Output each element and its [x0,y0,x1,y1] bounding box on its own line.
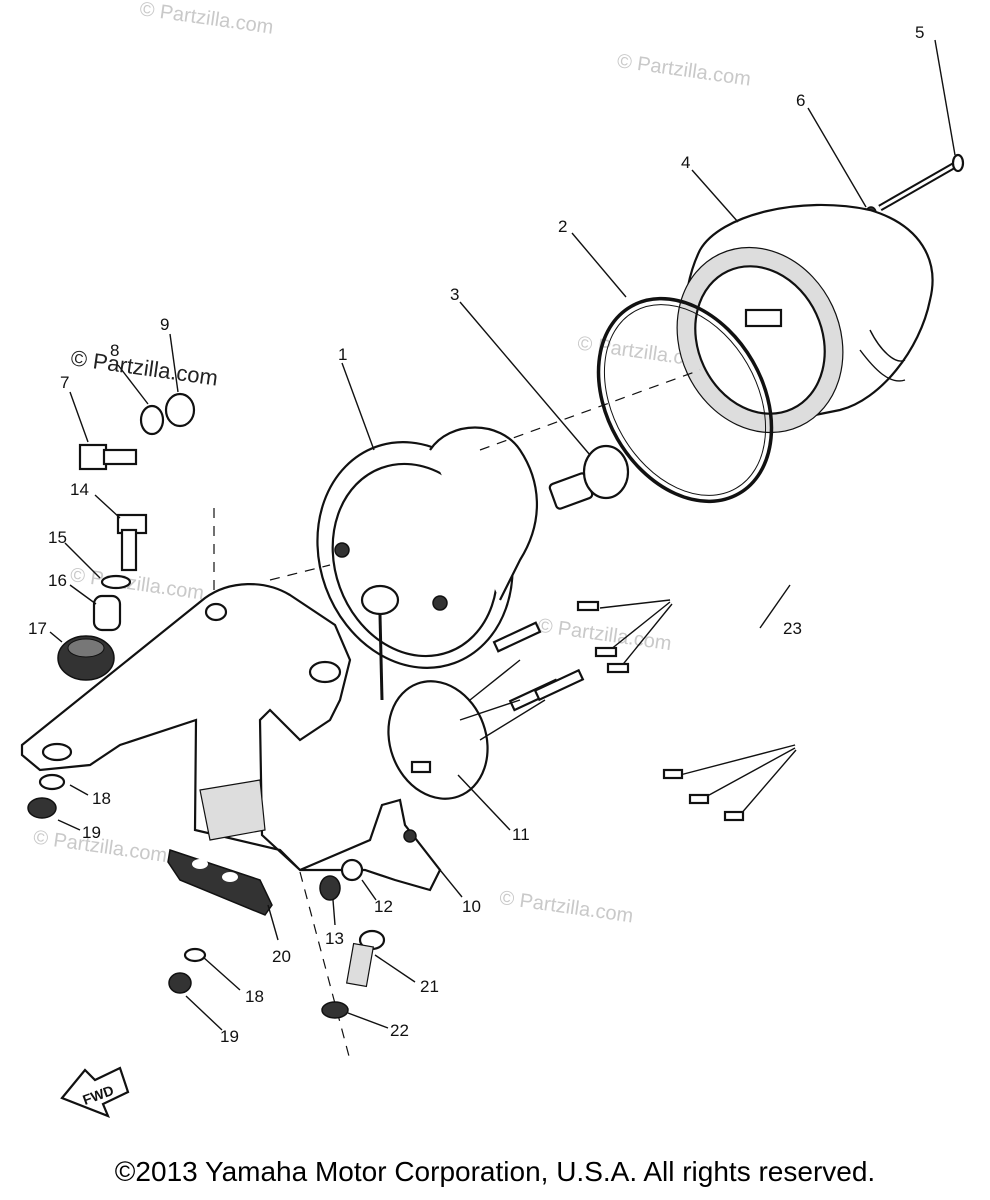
label-6: 6 [796,91,805,110]
part-18-washer [183,947,207,963]
bracket-frame [20,583,442,892]
label-7: 7 [60,373,69,392]
part-1-lamp-base [316,426,538,701]
part-23-wire-harness [459,575,911,822]
part-13-nut [319,875,341,901]
part-12-nut [340,858,364,882]
part-3-bulb [548,444,630,510]
part-19-nut [27,797,57,819]
label-15: 15 [48,528,67,547]
part-19-nut [168,972,192,994]
label-13: 13 [325,929,344,948]
label-16: 16 [48,571,67,590]
label-11: 11 [512,825,530,844]
label-19-top: 19 [82,823,101,842]
label-10: 10 [462,897,481,916]
part-21-stud-bolt [345,929,386,988]
label-21: 21 [420,977,439,996]
alignment-lines [213,369,701,1061]
part-22-washer [321,1001,349,1019]
part-7-bolt [78,443,138,471]
label-22: 22 [390,1021,409,1040]
label-4: 4 [681,153,690,172]
part-11-reflector [387,680,489,800]
part-5-screw [878,153,965,212]
part-8-washer [139,404,165,436]
copyright-notice: ©2013 Yamaha Motor Corporation, U.S.A. A… [114,1156,876,1187]
watermark-dark: © Partzilla.com [69,345,219,390]
label-2: 2 [558,217,567,236]
label-20: 20 [272,947,291,966]
part-9-collar [164,392,196,428]
watermark: © Partzilla.com [498,887,635,928]
part-14-bolt [116,513,148,572]
label-19-bottom: 19 [220,1027,239,1046]
label-5: 5 [915,23,924,42]
label-14: 14 [70,480,89,499]
part-4-lens-housing [676,203,934,434]
part-2-gasket [596,296,774,504]
label-18-bottom: 18 [245,987,264,1006]
label-18-top: 18 [92,789,111,808]
label-12: 12 [374,897,393,916]
part-20-plate [167,849,273,916]
watermark: © Partzilla.com [616,50,753,91]
watermark: © Partzilla.com [138,0,275,39]
part-18-washer [38,773,66,791]
part-17-grommet [57,635,115,681]
label-8: 8 [110,341,119,360]
label-9: 9 [160,315,169,334]
part-15-washer [100,574,132,590]
part-labels: 5 6 4 2 3 1 9 8 7 14 15 16 17 18 19 23 1… [28,23,924,1046]
label-23: 23 [783,619,802,638]
leader-lines [49,39,956,1031]
label-1: 1 [338,345,347,364]
label-17: 17 [28,619,47,638]
part-16-spacer [92,594,122,632]
label-3: 3 [450,285,459,304]
fwd-arrow: FWD [60,1066,130,1118]
